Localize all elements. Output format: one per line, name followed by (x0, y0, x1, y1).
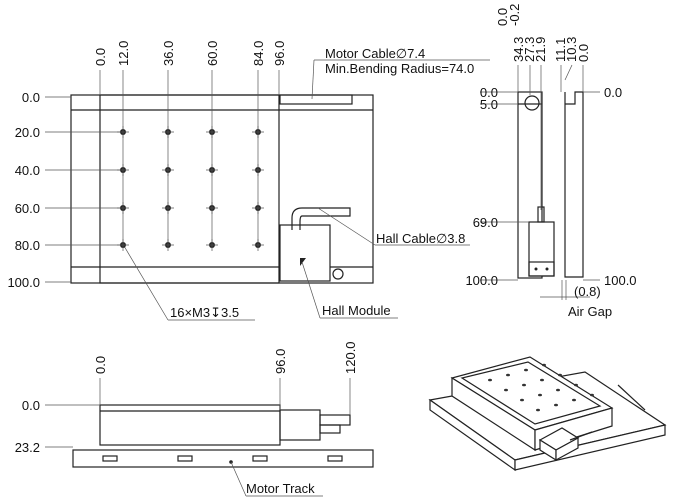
dim-front-y-0: 0.0 (22, 398, 40, 413)
iso-hole (574, 383, 578, 387)
front-view: 0.0 96.0 120.0 0.0 23.2 Motor Track (15, 341, 374, 497)
dim-side-0: 0.0 (576, 44, 591, 62)
top-view: 0.0 12.0 36.0 60.0 84.0 96.0 0.0 20.0 40… (7, 41, 490, 321)
iso-hole (538, 393, 542, 397)
motor-track-label: Motor Track (246, 481, 315, 496)
dim-side-0-top: 0.0 (495, 8, 510, 26)
iso-hole (506, 373, 510, 377)
dim-x-96: 96.0 (272, 41, 287, 66)
iso-hole (524, 368, 528, 372)
dim-x-12: 12.0 (116, 41, 131, 66)
iso-hole (488, 378, 492, 382)
hall-module (279, 224, 331, 282)
dim-side-y-5: 5.0 (480, 97, 498, 112)
dim-x-60: 60.0 (205, 41, 220, 66)
dim-side-11-1: 11.1 (553, 38, 568, 62)
air-gap-label: Air Gap (568, 304, 612, 319)
dim-y-60: 60.0 (15, 201, 40, 216)
motor-cable-label: Motor Cable∅7.4 (325, 46, 425, 61)
side-view: 0.0 -0.2 34.3 27.3 21.9 11.1 10.3 0.0 0.… (465, 4, 636, 319)
dim-side-27-3: 27.3 (522, 37, 537, 62)
dim-x-0: 0.0 (93, 48, 108, 66)
dim-side-neg0-2: -0.2 (507, 4, 522, 26)
dim-side-y-0: 0.0 (480, 85, 498, 100)
iso-hole (558, 373, 562, 377)
iso-hole (520, 398, 524, 402)
hall-cable-label: Hall Cable∅3.8 (376, 231, 465, 246)
iso-hole (536, 408, 540, 412)
dim-x-36: 36.0 (161, 41, 176, 66)
dim-side-34-3: 34.3 (511, 37, 526, 62)
dim-front-x-0: 0.0 (93, 356, 108, 374)
iso-hole (540, 378, 544, 382)
dim-y-80: 80.0 (15, 238, 40, 253)
iso-hole (556, 388, 560, 392)
holes-label: 16×M3↧3.5 (170, 305, 239, 320)
dim-front-y-23-2: 23.2 (15, 440, 40, 455)
motor-track (72, 449, 374, 468)
dim-y-40: 40.0 (15, 163, 40, 178)
iso-hole (542, 363, 546, 367)
dim-side-right-100: 100.0 (604, 273, 637, 288)
iso-hole (572, 398, 576, 402)
isometric-view (428, 356, 667, 472)
dim-side-y-100: 100.0 (465, 273, 498, 288)
hall-module-label: Hall Module (322, 303, 391, 318)
dim-side-10-3: 10.3 (564, 37, 579, 62)
dim-y-20: 20.0 (15, 125, 40, 140)
dim-front-x-96: 96.0 (273, 349, 288, 374)
iso-hole (554, 403, 558, 407)
mounting-holes (117, 126, 264, 251)
iso-hole (522, 383, 526, 387)
dim-side-y-69: 69.0 (473, 215, 498, 230)
iso-hole (590, 393, 594, 397)
dim-y-0: 0.0 (22, 90, 40, 105)
iso-hole (504, 388, 508, 392)
slider-plate (99, 94, 280, 284)
dim-side-21-9: 21.9 (533, 37, 548, 62)
motor-cable (279, 94, 353, 105)
bending-radius-label: Min.Bending Radius=74.0 (325, 61, 474, 76)
dim-side-right-0: 0.0 (604, 85, 622, 100)
air-gap-value: (0.8) (574, 284, 601, 299)
dim-x-84: 84.0 (251, 41, 266, 66)
dim-front-x-120: 120.0 (343, 341, 358, 374)
dim-y-100: 100.0 (7, 275, 40, 290)
